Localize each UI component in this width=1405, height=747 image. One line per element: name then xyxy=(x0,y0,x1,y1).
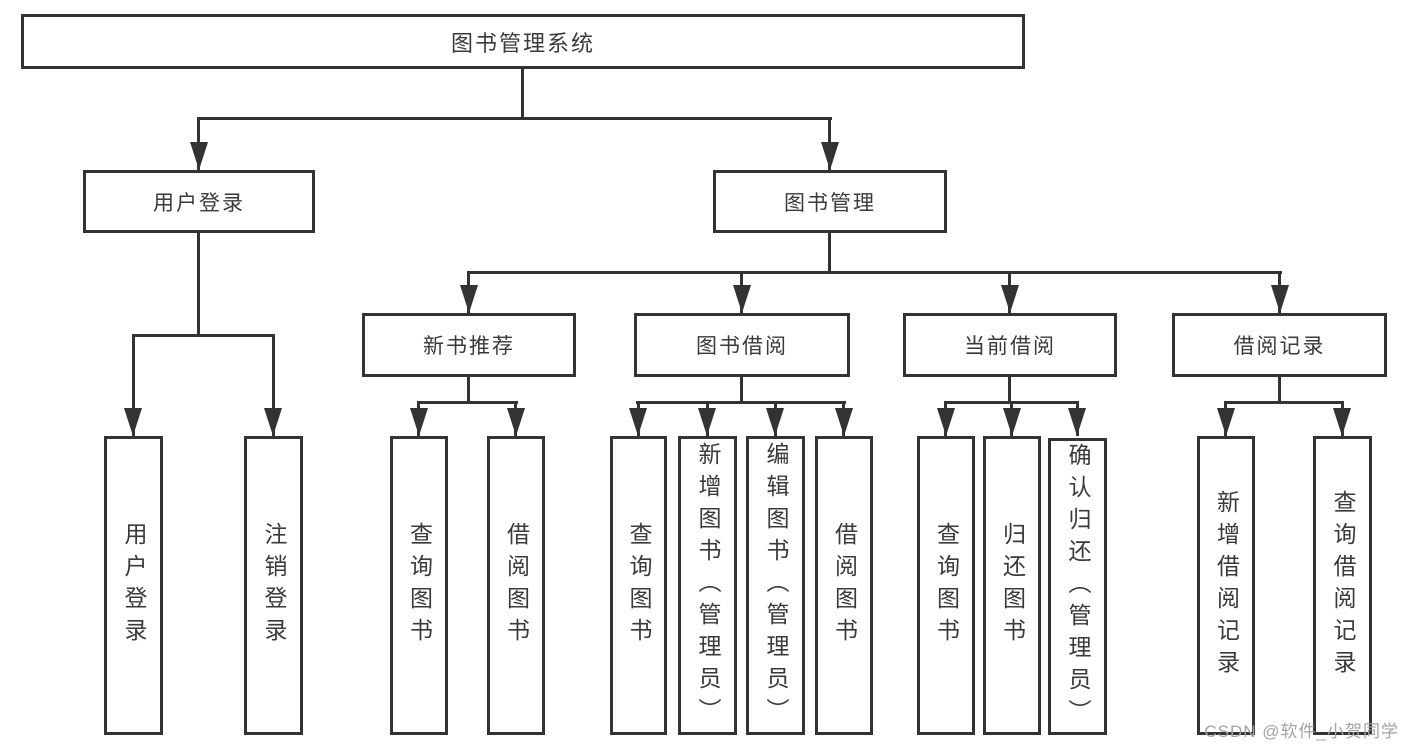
connector-arrow xyxy=(1333,408,1351,436)
connector-line xyxy=(1278,377,1281,404)
node-book-borrowing-label: 图书借阅 xyxy=(696,335,788,358)
connector-line xyxy=(467,377,470,404)
connector-arrow xyxy=(1003,408,1021,436)
leaf-edit-book-admin: 编辑图书（管理员） xyxy=(746,436,805,735)
connector-arrow xyxy=(124,408,142,436)
leaf-confirm-return-admin-label: 确认归还（管理员） xyxy=(1065,442,1091,731)
leaf-query-books-current-label: 查询图书 xyxy=(933,521,960,650)
leaf-return-books-label: 归还图书 xyxy=(999,521,1026,650)
leaf-return-books: 归还图书 xyxy=(983,436,1041,735)
connector-line xyxy=(417,401,518,404)
node-borrowing-records-label: 借阅记录 xyxy=(1233,335,1326,358)
connector-arrow xyxy=(460,285,478,313)
node-user-login: 用户登录 xyxy=(83,170,315,233)
leaf-query-books-current: 查询图书 xyxy=(917,436,975,735)
connector-arrow xyxy=(1001,285,1019,313)
leaf-add-book-admin-label: 新增图书（管理员） xyxy=(695,441,721,730)
connector-arrow xyxy=(698,408,716,436)
node-current-borrowing-label: 当前借阅 xyxy=(964,335,1056,358)
node-new-book-recommendation: 新书推荐 xyxy=(362,313,576,377)
connector-arrow xyxy=(821,142,839,170)
connector-line xyxy=(1008,377,1011,404)
leaf-confirm-return-admin: 确认归还（管理员） xyxy=(1048,438,1107,735)
leaf-user-login-label: 用户登录 xyxy=(121,521,147,650)
leaf-query-books-recommend-label: 查询图书 xyxy=(406,521,433,650)
connector-arrow xyxy=(937,408,955,436)
connector-arrow xyxy=(766,408,784,436)
connector-arrow xyxy=(190,142,208,170)
connector-arrow xyxy=(264,408,282,436)
node-book-borrowing: 图书借阅 xyxy=(634,313,850,377)
connector-arrow xyxy=(733,285,751,313)
leaf-query-books-borrowing: 查询图书 xyxy=(610,436,667,735)
connector-line xyxy=(828,233,831,274)
leaf-borrow-books-recommend: 借阅图书 xyxy=(487,436,545,735)
connector-line xyxy=(132,334,135,436)
connector-arrow xyxy=(410,408,428,436)
connector-arrow xyxy=(1068,408,1086,436)
connector-arrow xyxy=(835,408,853,436)
node-root: 图书管理系统 xyxy=(21,14,1025,69)
connector-arrow xyxy=(1217,408,1235,436)
leaf-query-books-recommend: 查询图书 xyxy=(390,436,448,735)
leaf-borrow-books-borrowing-label: 借阅图书 xyxy=(831,521,858,650)
leaf-edit-book-admin-label: 编辑图书（管理员） xyxy=(763,441,789,730)
leaf-query-books-borrowing-label: 查询图书 xyxy=(626,521,652,650)
connector-line xyxy=(467,271,1282,274)
node-book-management: 图书管理 xyxy=(713,170,947,233)
leaf-add-borrow-record: 新增借阅记录 xyxy=(1197,436,1255,735)
connector-line xyxy=(272,334,275,436)
node-borrowing-records: 借阅记录 xyxy=(1172,313,1387,377)
leaf-logout-label: 注销登录 xyxy=(261,521,287,650)
node-new-book-recommendation-label: 新书推荐 xyxy=(423,335,515,358)
connector-line xyxy=(740,377,743,404)
leaf-add-book-admin: 新增图书（管理员） xyxy=(678,436,737,735)
watermark: CSDN @软件_小贺同学 xyxy=(1204,722,1399,741)
leaf-add-borrow-record-label: 新增借阅记录 xyxy=(1213,489,1240,682)
leaf-logout: 注销登录 xyxy=(244,436,303,735)
leaf-borrow-books-borrowing: 借阅图书 xyxy=(815,436,873,735)
connector-line xyxy=(197,117,832,120)
node-current-borrowing: 当前借阅 xyxy=(903,313,1117,377)
leaf-user-login: 用户登录 xyxy=(104,436,163,735)
connector-line xyxy=(521,69,524,119)
node-book-management-label: 图书管理 xyxy=(784,191,876,215)
leaf-borrow-books-recommend-label: 借阅图书 xyxy=(503,521,530,650)
connector-line xyxy=(197,233,200,337)
node-user-login-label: 用户登录 xyxy=(153,191,245,215)
node-root-label: 图书管理系统 xyxy=(450,30,595,56)
connector-arrow xyxy=(507,408,525,436)
connector-line xyxy=(636,401,846,404)
leaf-query-borrow-record: 查询借阅记录 xyxy=(1313,436,1372,735)
connector-arrow xyxy=(1271,285,1289,313)
connector-line xyxy=(132,334,275,337)
connector-line xyxy=(1224,401,1344,404)
leaf-query-borrow-record-label: 查询借阅记录 xyxy=(1330,489,1356,682)
connector-arrow xyxy=(629,408,647,436)
